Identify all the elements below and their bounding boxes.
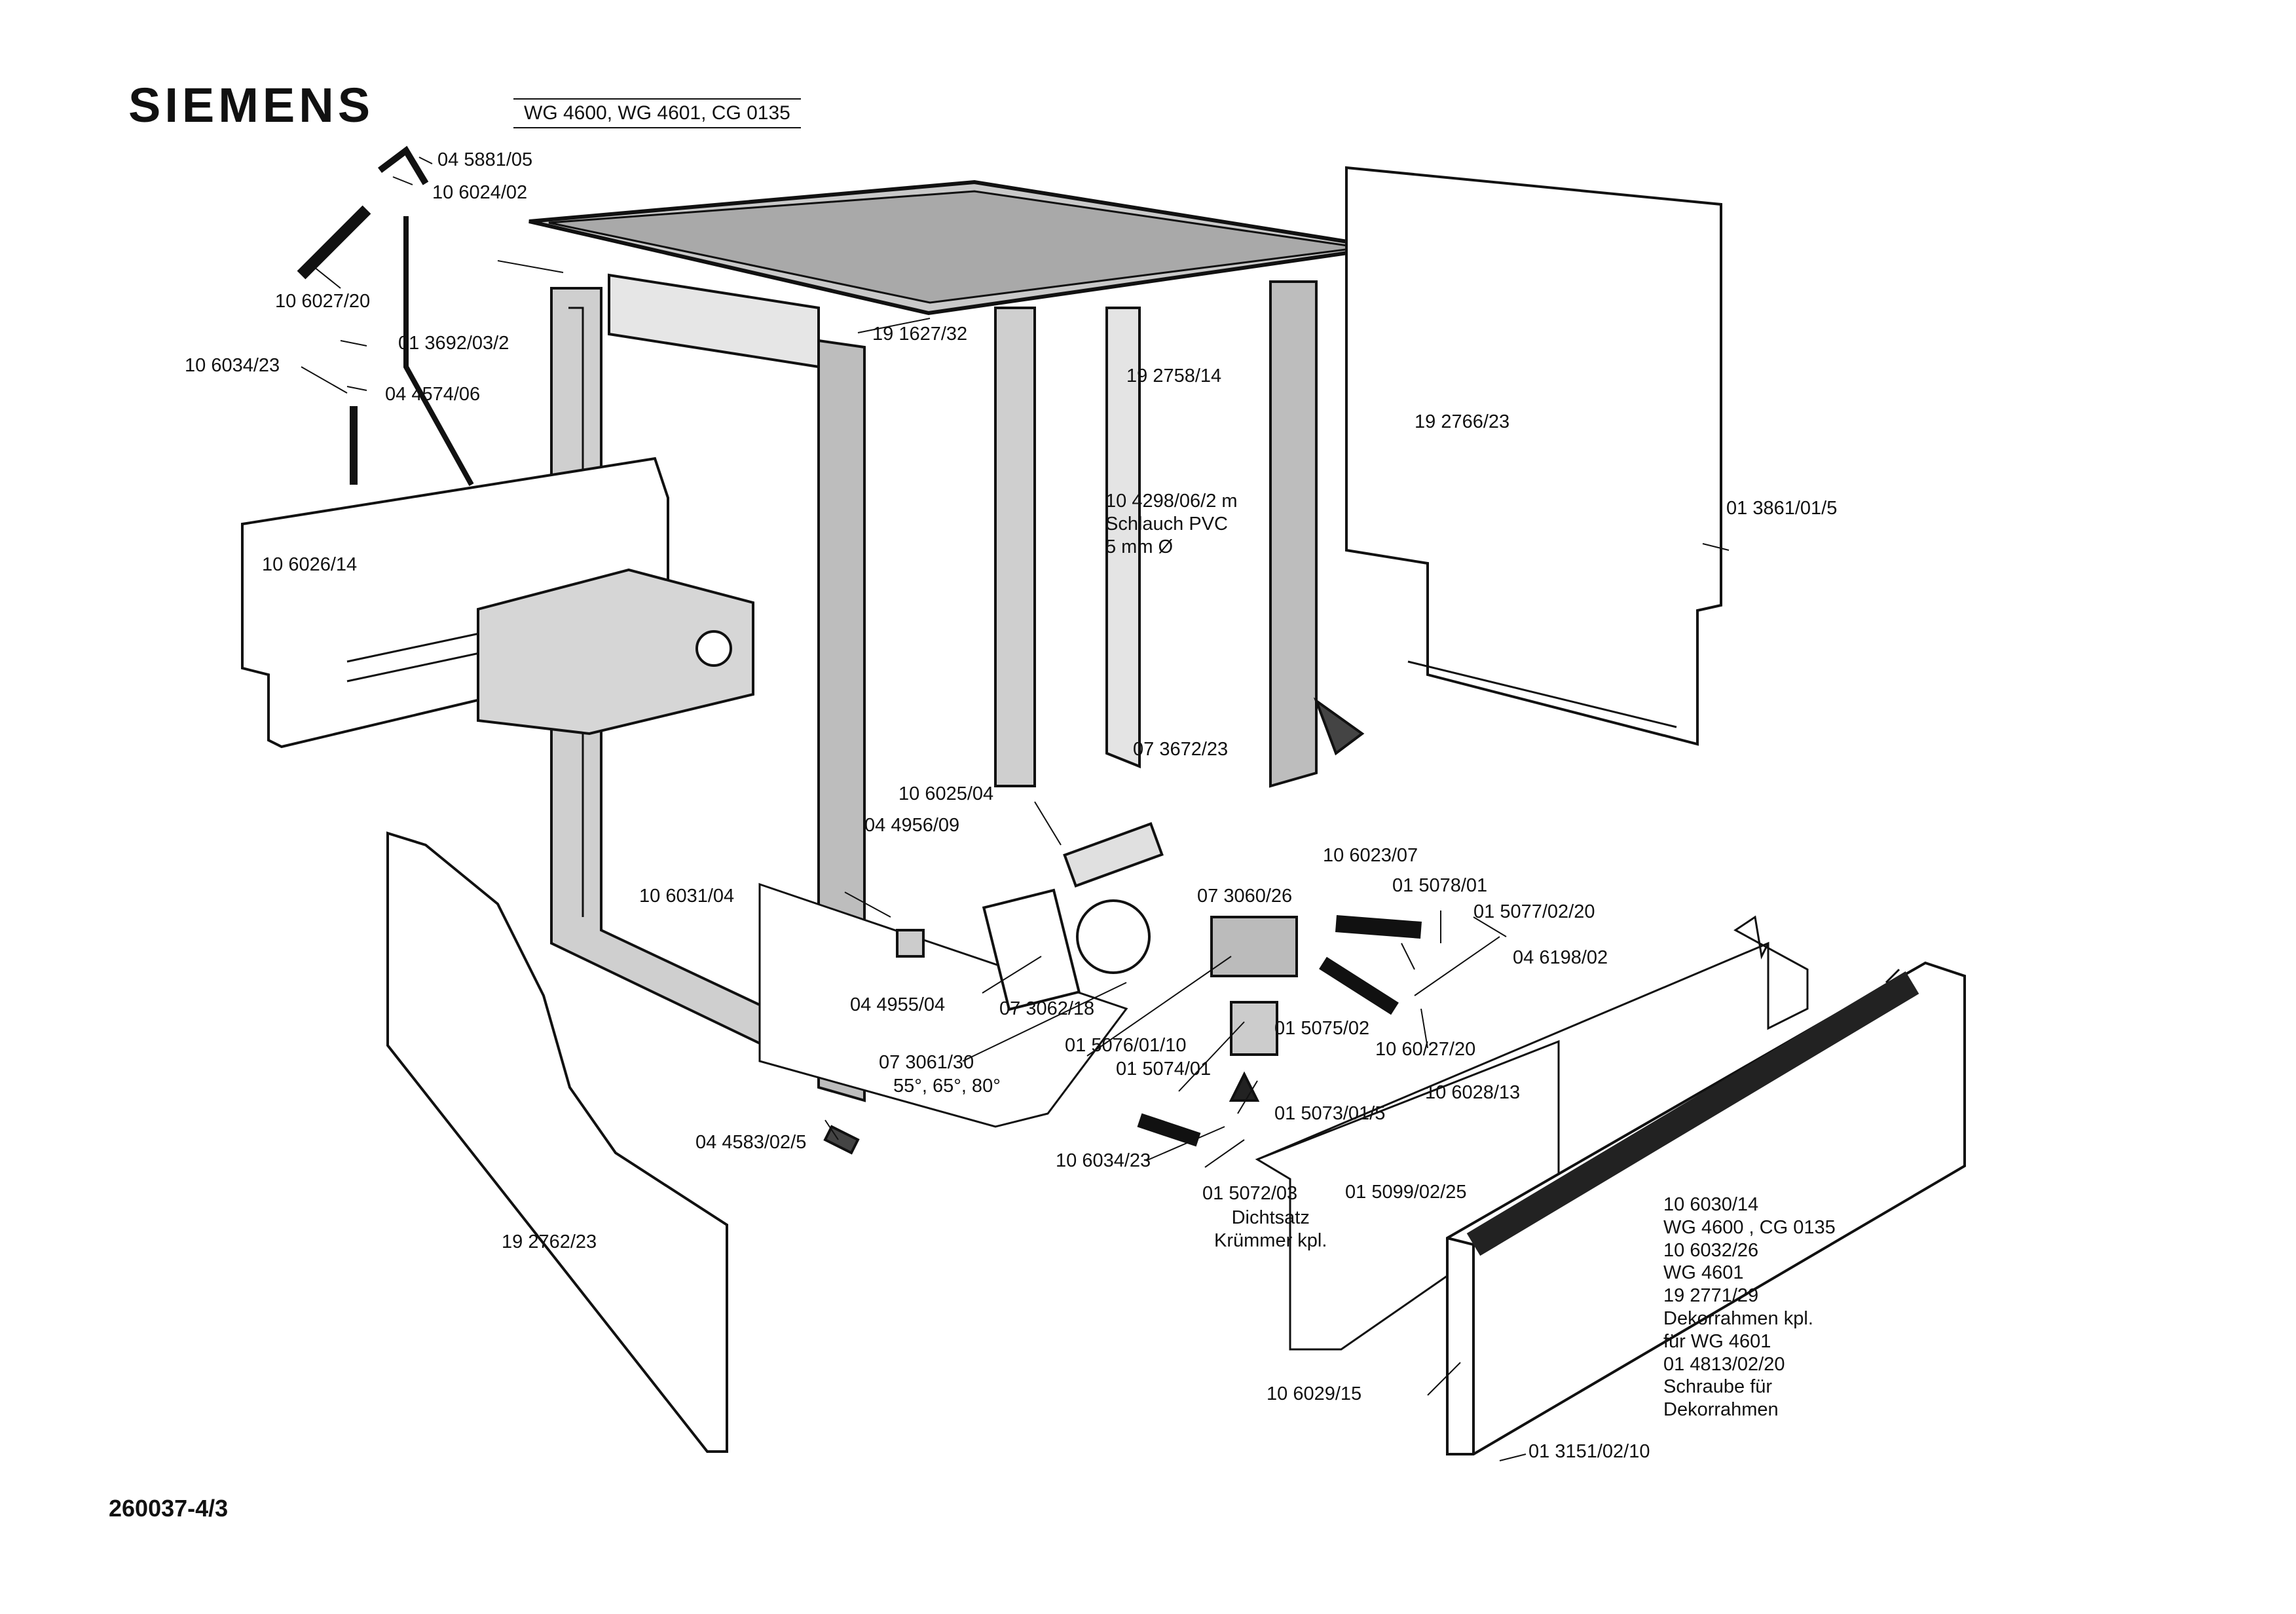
top-cover: [528, 179, 1385, 316]
seal-note: Dichtsatz Krümmer kpl.: [1214, 1207, 1327, 1251]
components: [823, 822, 1422, 1155]
part-label: 01 5073/01/5: [1274, 1103, 1386, 1124]
part-label: 04 4956/09: [864, 815, 960, 836]
part-label: 01 5078/01: [1392, 875, 1488, 896]
hose-note: 10 4298/06/2 m Schlauch PVC 5 mm Ø: [1105, 491, 1238, 557]
part-label: 55°, 65°, 80°: [893, 1076, 1001, 1097]
panel-note: 10 6030/14 WG 4600 , CG 0135 10 6032/26 …: [1663, 1194, 1836, 1421]
part-label: 04 4583/02/5: [695, 1132, 807, 1153]
part-label: 07 3672/23: [1133, 739, 1229, 760]
part-label: 10 6034/23: [1056, 1150, 1151, 1171]
part-label: 19 1627/32: [872, 324, 968, 345]
part-label: 01 5077/02/20: [1473, 901, 1595, 922]
part-label: 04 5881/05: [437, 149, 533, 170]
part-label: 10 6027/20: [275, 291, 371, 312]
right-base-panel: [1255, 915, 1809, 1351]
part-label: 01 5072/03: [1202, 1183, 1298, 1204]
part-label: 04 6198/02: [1513, 947, 1608, 968]
part-label: 01 3151/02/10: [1528, 1441, 1650, 1462]
part-label: 19 2762/23: [502, 1231, 597, 1252]
rear-uprights: [994, 280, 1365, 788]
part-label: 10 6031/04: [639, 886, 735, 907]
part-label: 19 2758/14: [1126, 366, 1222, 386]
part-label: 01 5099/02/25: [1345, 1182, 1467, 1203]
part-label: 10 6023/07: [1323, 845, 1418, 866]
part-label: 04 4574/06: [385, 384, 481, 405]
part-label: 10 6024/02: [432, 182, 528, 203]
leader-lines: [301, 157, 1730, 1461]
part-label: 10 6025/04: [898, 783, 994, 804]
front-door-panel: [1446, 961, 1966, 1455]
part-label: 10 60/27/20: [1375, 1039, 1476, 1060]
part-label: 04 4955/04: [850, 994, 946, 1015]
part-label: 07 3061/30: [879, 1052, 974, 1073]
front-left-panel: [386, 831, 728, 1453]
part-label: 01 3692/03/2: [398, 333, 509, 354]
part-label: 01 5075/02: [1274, 1018, 1370, 1039]
part-label: 01 5074/01: [1116, 1059, 1212, 1079]
part-label: 01 5076/01/10: [1065, 1035, 1187, 1056]
document-number: 260037-4/3: [109, 1495, 229, 1522]
part-label: 07 3062/18: [999, 998, 1095, 1019]
part-label: 07 3060/26: [1197, 886, 1293, 907]
brand-logo: SIEMENS: [128, 78, 375, 132]
part-label: 10 6028/13: [1425, 1082, 1521, 1103]
hoses: [297, 145, 474, 486]
model-numbers: WG 4600, WG 4601, CG 0135: [513, 98, 801, 128]
part-label: 10 6029/15: [1267, 1383, 1362, 1404]
pump-housing: [477, 568, 754, 736]
part-label: 19 2766/23: [1415, 411, 1510, 432]
part-label: 01 3861/01/5: [1726, 498, 1838, 519]
part-label: 10 6034/23: [185, 355, 280, 376]
rear-frame: [608, 273, 820, 369]
part-label: 10 6026/14: [262, 554, 358, 575]
right-side-panel: [1345, 166, 1722, 746]
